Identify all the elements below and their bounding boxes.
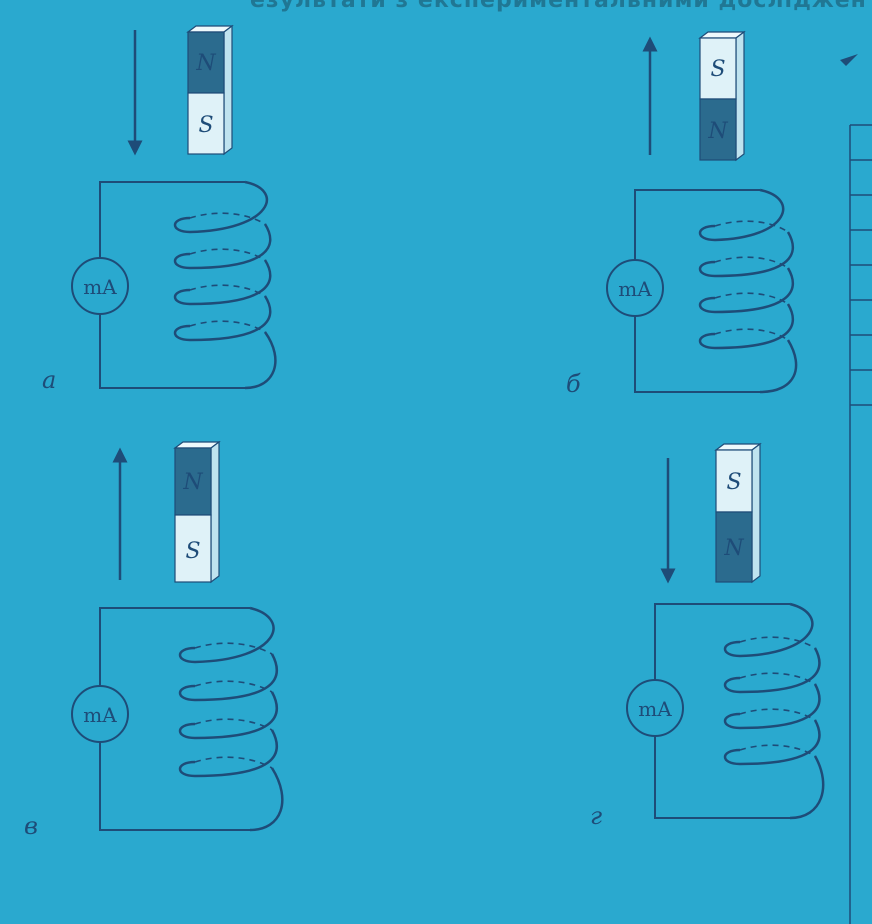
magnet-top-pole: S [726, 470, 741, 495]
panel-label: б [566, 370, 581, 398]
milliammeter-label: mA [83, 275, 117, 299]
panel-label: а [42, 366, 56, 394]
coil [173, 180, 277, 390]
magnet-bottom-pole: S [185, 539, 200, 564]
magnet-bottom-pole: S [198, 113, 213, 138]
pointer-glyph [840, 54, 858, 66]
magnet-bottom-pole: N [707, 119, 728, 144]
milliammeter-label: mA [83, 703, 117, 727]
magnet-top-pole: N [182, 470, 203, 495]
bar-magnet: N S [186, 24, 234, 156]
circuit [634, 189, 760, 393]
circuit [99, 181, 245, 389]
milliammeter [71, 257, 129, 315]
panel-label: г [590, 802, 602, 830]
coil [698, 188, 798, 394]
panel-a: N S mA а [42, 24, 277, 394]
circuit [99, 607, 250, 831]
bar-magnet: N S [173, 440, 221, 584]
coil [178, 606, 284, 832]
cut-off-header-text: езультати з експериментальними досліджен [250, 0, 867, 13]
panel-b: S N mA б [566, 30, 798, 398]
bar-magnet: S N [714, 442, 762, 584]
panel-label: в [24, 812, 38, 840]
coil [723, 602, 825, 820]
milliammeter-label: mA [618, 277, 652, 301]
magnet-bottom-pole: N [723, 536, 744, 561]
milliammeter-label: mA [638, 697, 672, 721]
magnet-top-pole: S [710, 57, 725, 82]
milliammeter [626, 679, 684, 737]
bar-magnet: S N [698, 30, 746, 162]
magnet-top-pole: N [195, 51, 216, 76]
milliammeter [606, 259, 664, 317]
circuit [654, 603, 790, 819]
milliammeter [71, 685, 129, 743]
panel-g: S N mA г [590, 442, 825, 830]
table-fragment [849, 124, 872, 924]
panel-v: N S mA в [24, 440, 284, 840]
